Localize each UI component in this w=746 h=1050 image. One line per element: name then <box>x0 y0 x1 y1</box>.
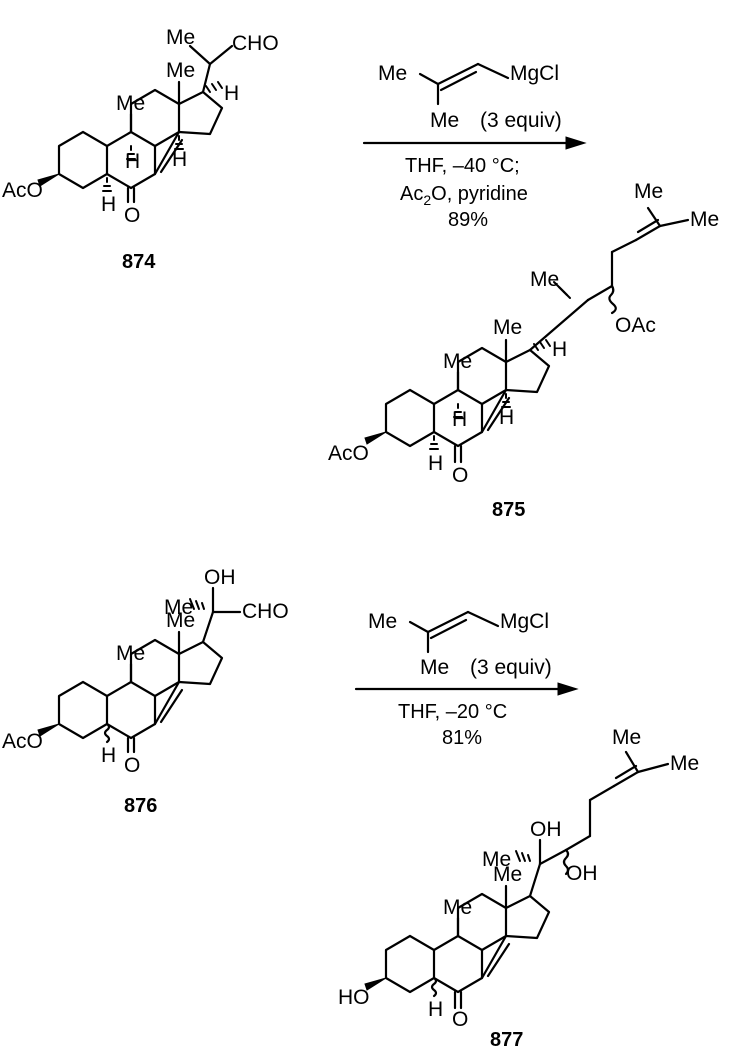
hydroxyl-a-label: OH <box>530 818 562 841</box>
acetate-label: OAc <box>615 314 656 337</box>
terminal-methyl-a: Me <box>634 180 663 203</box>
conditions-2: THF, –20 °C 81% <box>398 701 507 749</box>
reagent-2-equiv: (3 equiv) <box>470 656 552 679</box>
ring-c-double-bond <box>153 130 184 176</box>
hydroxy-label: HO <box>338 986 370 1009</box>
compound-875: Me Me Me Me Me OAc H AcO H H H O 875 <box>328 180 719 521</box>
conditions-2-yield: 81% <box>442 727 482 749</box>
conditions-2-line1: THF, –20 °C <box>398 701 507 723</box>
ring-d <box>177 90 224 136</box>
terminal-methyl-a: Me <box>612 726 641 749</box>
reagent-2-left-methyl: Me <box>368 610 397 633</box>
conditions-1-yield: 89% <box>448 209 488 231</box>
c18-methyl-label: Me <box>166 59 195 82</box>
conditions-1-line2: Ac2O, pyridine <box>400 183 528 208</box>
compound-877: Me Me OH Me OH Me Me HO H O 877 <box>338 726 699 1050</box>
ketone-oxygen-label: O <box>452 464 468 487</box>
conditions-1-pyridine: O, pyridine <box>431 183 528 205</box>
c18-methyl-label: Me <box>493 863 522 886</box>
ring-a <box>57 130 109 190</box>
terminal-methyl-b: Me <box>690 208 719 231</box>
compound-number-877: 877 <box>490 1029 523 1050</box>
h-c5-label: H <box>428 998 443 1021</box>
hydroxyl-label: OH <box>204 566 236 589</box>
compound-874: Me Me Me CHO H AcO H H H O 874 <box>2 26 279 273</box>
side-methyl-label: Me <box>164 596 193 619</box>
h-c17-label: H <box>552 338 567 361</box>
h-c5-label: H <box>101 193 116 216</box>
h-c5-label: H <box>101 744 116 767</box>
aldehyde-label: CHO <box>242 600 289 623</box>
reagent-2-grignard: MgCl <box>500 610 549 633</box>
c19-methyl-label: Me <box>443 350 472 373</box>
reaction-arrow-1 <box>362 136 587 150</box>
c19-methyl-label: Me <box>116 92 145 115</box>
ring-b <box>105 130 157 190</box>
conditions-1-ac: Ac <box>400 183 423 205</box>
compound-number-875: 875 <box>492 499 525 521</box>
side-methyl-label: Me <box>166 26 195 49</box>
ketone-oxygen-label: O <box>452 1008 468 1031</box>
compound-number-876: 876 <box>124 795 157 817</box>
h-c14-label: H <box>172 148 187 171</box>
reagent-1: Me MgCl Me (3 equiv) <box>378 62 562 132</box>
c19-methyl-label: Me <box>116 642 145 665</box>
c18-methyl-label: Me <box>166 609 195 632</box>
acetoxy-label: AcO <box>2 179 43 202</box>
h-c9-label: H <box>125 150 140 173</box>
c19-methyl-label: Me <box>443 896 472 919</box>
aldehyde-label: CHO <box>232 32 279 55</box>
hydroxyl-b-label: OH <box>566 862 598 885</box>
compound-876: Me Me Me OH CHO AcO H O 876 <box>2 566 289 817</box>
conditions-1: THF, –40 °C; Ac2O, pyridine 89% <box>400 155 528 231</box>
c18-methyl-label: Me <box>493 316 522 339</box>
h-c9-label: H <box>452 408 467 431</box>
h-c17-label: H <box>224 82 239 105</box>
reagent-1-bottom-methyl: Me <box>430 109 459 132</box>
conditions-1-line1: THF, –40 °C; <box>405 155 520 177</box>
h-c5-label: H <box>428 452 443 475</box>
reaction-arrow-2 <box>354 682 579 696</box>
compound-number-874: 874 <box>122 251 156 273</box>
reagent-1-left-methyl: Me <box>378 62 407 85</box>
ketone-oxygen-label: O <box>124 754 140 777</box>
acetoxy-label: AcO <box>328 442 369 465</box>
conditions-1-subscript: 2 <box>423 192 431 208</box>
ring-c <box>129 88 181 148</box>
ketone-oxygen-label: O <box>124 204 140 227</box>
reagent-2: Me MgCl Me (3 equiv) <box>368 610 552 679</box>
h-c14-label: H <box>499 406 514 429</box>
side-methyl-label: Me <box>482 848 511 871</box>
acetoxy-label: AcO <box>2 730 43 753</box>
reagent-1-equiv: (3 equiv) <box>480 109 562 132</box>
terminal-methyl-b: Me <box>670 752 699 775</box>
side-methyl-label: Me <box>530 268 559 291</box>
reagent-2-bottom-methyl: Me <box>420 656 449 679</box>
reagent-1-grignard: MgCl <box>510 62 559 85</box>
